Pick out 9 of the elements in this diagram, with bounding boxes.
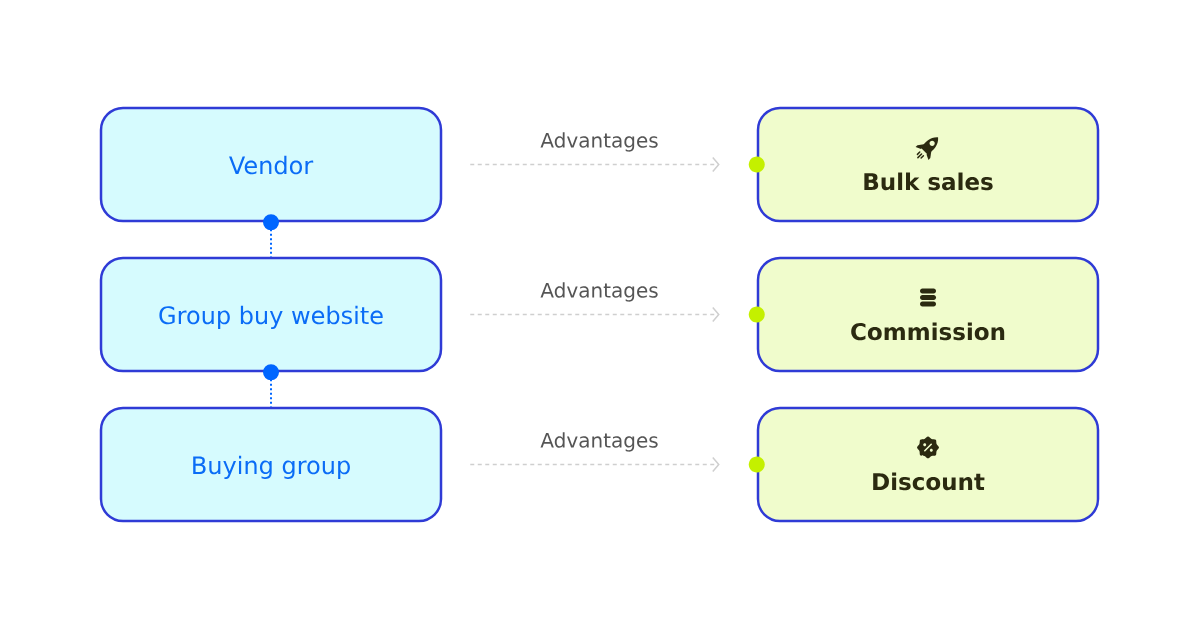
process-box: Vendor bbox=[99, 106, 443, 223]
process-box: Commission bbox=[756, 256, 1100, 373]
process-box: Group buy website bbox=[99, 256, 443, 373]
edge-label: Advantages bbox=[540, 132, 658, 152]
edge-label: Advantages bbox=[540, 432, 658, 452]
edge-label: Advantages bbox=[540, 282, 658, 302]
process-box: Discount bbox=[756, 406, 1100, 523]
process-box: Buying group bbox=[99, 406, 443, 523]
process-box: Bulk sales bbox=[756, 106, 1100, 223]
